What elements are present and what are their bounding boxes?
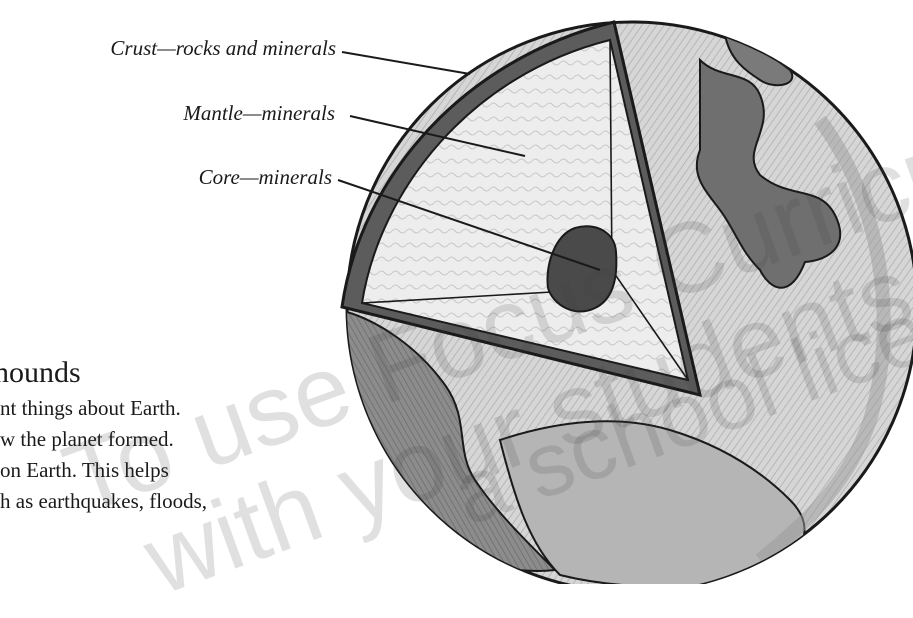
- earth-cutaway-illustration: [0, 0, 913, 584]
- crust-pointer-line: [342, 52, 470, 74]
